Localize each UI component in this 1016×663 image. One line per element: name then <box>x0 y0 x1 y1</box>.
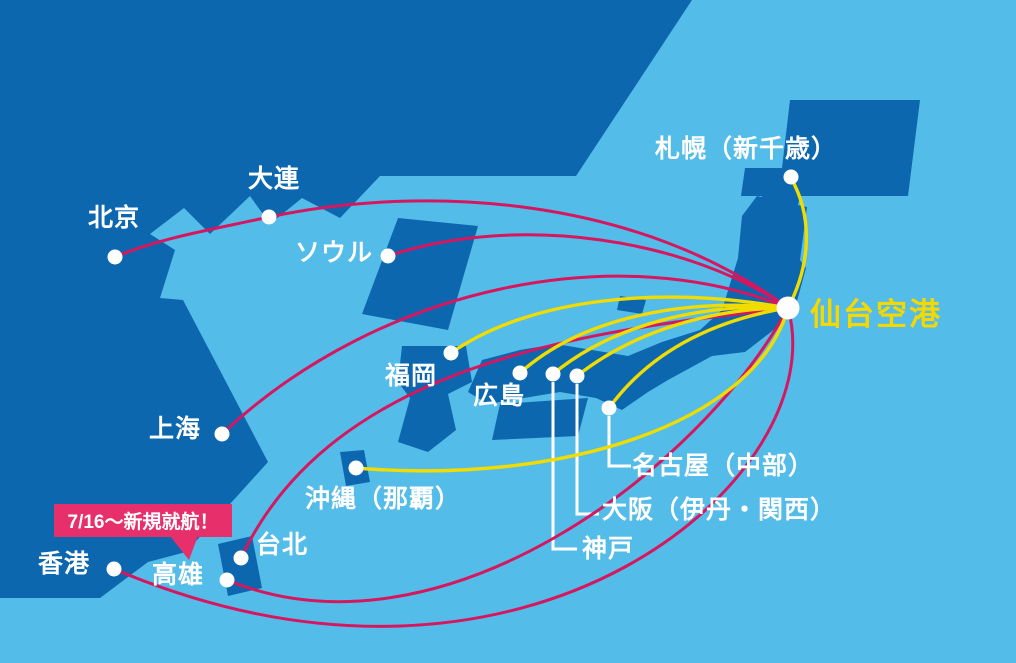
route-sapporo-line <box>786 177 809 309</box>
leader-line-nagoya <box>607 416 631 468</box>
city-dot-kaohsiung <box>219 572 235 588</box>
city-label-dalian: 大連 <box>248 165 301 193</box>
city-label-taipei: 台北 <box>256 531 309 559</box>
city-dot-osaka <box>569 368 585 384</box>
city-dot-taipei <box>233 550 249 566</box>
city-label-seoul: ソウル <box>295 239 374 267</box>
city-label-hongkong: 香港 <box>38 550 91 578</box>
route-osaka-line <box>575 306 789 378</box>
route-nagoya-line <box>607 306 789 410</box>
landmass-asia-continent <box>0 0 692 598</box>
city-label-okinawa: 沖縄（那覇） <box>305 485 462 513</box>
city-label-kobe: 神戸 <box>582 535 635 563</box>
badge-pointer <box>170 533 199 560</box>
city-dot-hiroshima <box>512 365 528 381</box>
landmass-shikoku <box>492 398 588 440</box>
city-label-shanghai: 上海 <box>149 415 202 443</box>
route-seoul-line <box>387 233 789 310</box>
city-label-osaka: 大阪（伊丹・関西） <box>602 496 837 524</box>
leader-line-kobe <box>551 382 577 551</box>
city-dot-okinawa <box>348 460 364 476</box>
route-hongkong-line <box>113 307 795 628</box>
city-label-hiroshima: 広島 <box>473 382 526 410</box>
city-dot-beijing <box>107 249 123 265</box>
route-okinawa-line <box>355 307 790 473</box>
hub-label-sendai-airport: 仙台空港 <box>810 297 942 332</box>
landmass-hokkaido <box>741 100 920 214</box>
route-hiroshima-line <box>518 303 789 375</box>
city-dot-shanghai <box>214 426 230 442</box>
city-label-fukuoka: 福岡 <box>385 362 438 390</box>
new-route-badge: 7/16〜新規就航！ <box>54 504 232 537</box>
route-beijing-dalian-line <box>114 199 789 310</box>
city-label-nagoya: 名古屋（中部） <box>632 452 815 480</box>
city-label-beijing: 北京 <box>88 204 141 232</box>
route-shanghai-line <box>220 274 789 436</box>
city-label-kaohsiung: 高雄 <box>152 561 205 589</box>
city-dot-fukuoka <box>443 345 459 361</box>
landmass-kyushu <box>398 346 472 452</box>
city-label-sapporo: 札幌（新千歳） <box>655 135 838 163</box>
route-fukuoka-line <box>450 295 789 355</box>
city-dot-nagoya <box>601 400 617 416</box>
city-dot-dalian <box>261 209 277 225</box>
landmass-honshu <box>468 196 807 410</box>
city-dot-hongkong <box>106 561 122 577</box>
city-dot-kobe <box>545 366 561 382</box>
route-kobe-line <box>551 305 789 376</box>
city-dot-seoul <box>380 248 396 264</box>
city-dot-sapporo <box>783 169 799 185</box>
hub-dot-sendai <box>776 296 800 320</box>
